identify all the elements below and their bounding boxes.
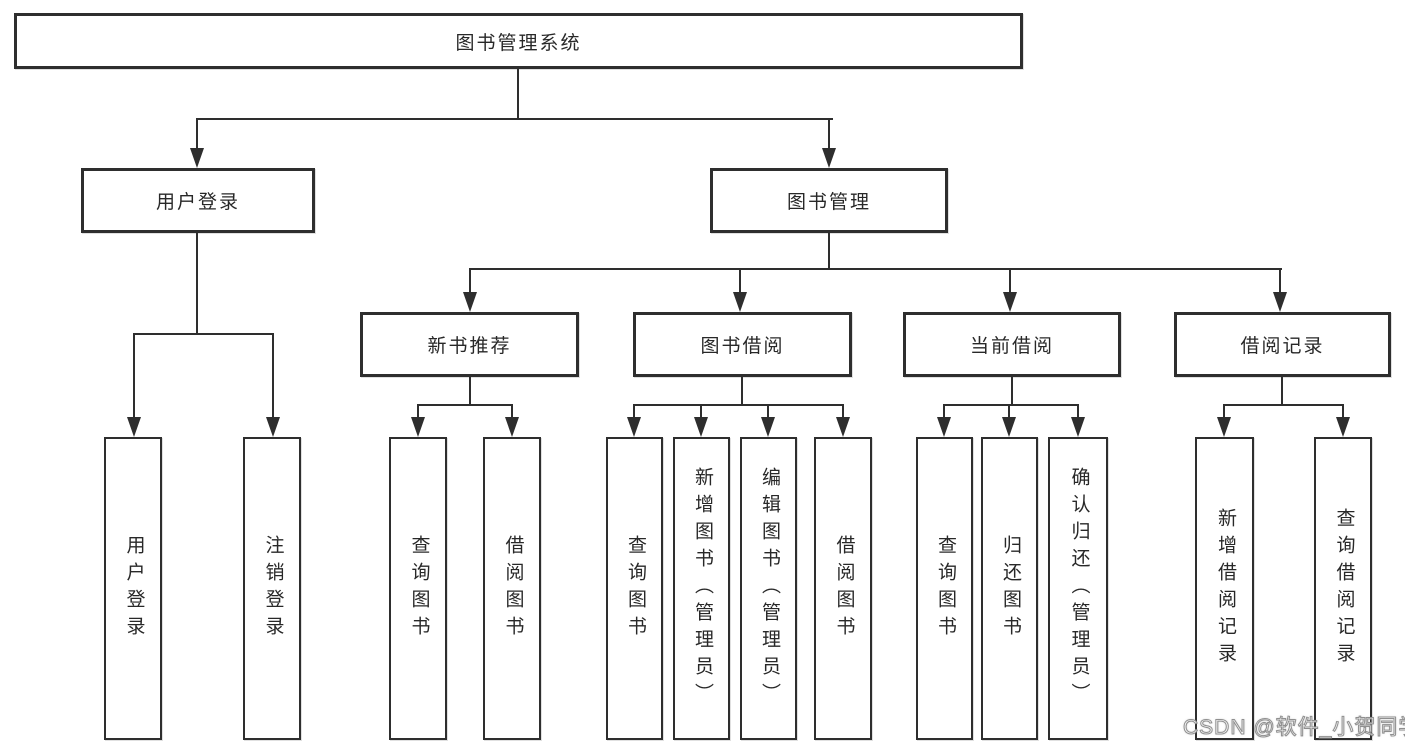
- leaf-borrow-book: 借阅图书: [814, 437, 872, 740]
- connector-arrowhead: [761, 417, 775, 437]
- node-borrow-records: 借阅记录: [1174, 312, 1391, 377]
- leaf-add-book-admin-label: 新增图书（管理员）: [691, 467, 713, 710]
- leaf-query-book-borrow: 查询图书: [606, 437, 663, 740]
- connector-vline: [1223, 404, 1225, 418]
- leaf-return-book-label: 归还图书: [999, 534, 1021, 643]
- node-current-borrow: 当前借阅: [903, 312, 1121, 377]
- node-new-book-recommend-label: 新书推荐: [427, 336, 512, 357]
- connector-vline: [1008, 404, 1010, 418]
- node-user-login: 用户登录: [81, 168, 315, 233]
- leaf-add-borrow-record: 新增借阅记录: [1195, 437, 1254, 740]
- connector-arrowhead: [1071, 417, 1085, 437]
- node-book-borrow: 图书借阅: [633, 312, 852, 377]
- connector-hline: [633, 404, 844, 406]
- connector-vline: [469, 268, 471, 293]
- connector-arrowhead: [1003, 292, 1017, 312]
- connector-arrowhead: [836, 417, 850, 437]
- leaf-add-borrow-record-label: 新增借阅记录: [1214, 507, 1236, 670]
- connector-hline: [417, 404, 513, 406]
- connector-vline: [517, 69, 519, 120]
- connector-hline: [943, 404, 1078, 406]
- connector-vline: [196, 118, 198, 149]
- connector-arrowhead: [733, 292, 747, 312]
- connector-vline: [633, 404, 635, 418]
- leaf-query-book-recommend-label: 查询图书: [408, 534, 430, 643]
- connector-vline: [739, 268, 741, 293]
- leaf-borrow-book-recommend-label: 借阅图书: [502, 534, 524, 643]
- connector-hline: [469, 268, 1282, 270]
- leaf-user-login-label: 用户登录: [123, 534, 145, 643]
- leaf-return-book: 归还图书: [981, 437, 1038, 740]
- leaf-edit-book-admin: 编辑图书（管理员）: [740, 437, 797, 740]
- connector-arrowhead: [627, 417, 641, 437]
- leaf-edit-book-admin-label: 编辑图书（管理员）: [758, 467, 780, 710]
- connector-vline: [1009, 268, 1011, 293]
- connector-arrowhead: [822, 148, 836, 168]
- connector-vline: [700, 404, 702, 418]
- connector-arrowhead: [1336, 417, 1350, 437]
- connector-vline: [842, 404, 844, 418]
- connector-arrowhead: [937, 417, 951, 437]
- node-book-borrow-label: 图书借阅: [700, 336, 785, 357]
- node-current-borrow-label: 当前借阅: [969, 336, 1054, 357]
- leaf-add-book-admin: 新增图书（管理员）: [673, 437, 730, 740]
- leaf-confirm-return-admin: 确认归还（管理员）: [1048, 437, 1108, 740]
- node-root-label: 图书管理系统: [455, 32, 582, 54]
- leaf-borrow-book-recommend: 借阅图书: [483, 437, 541, 740]
- leaf-query-book-current-label: 查询图书: [934, 534, 956, 643]
- connector-arrowhead: [266, 417, 280, 437]
- node-user-login-label: 用户登录: [155, 192, 240, 213]
- connector-vline: [741, 377, 743, 406]
- node-borrow-records-label: 借阅记录: [1240, 336, 1325, 357]
- leaf-query-book-recommend: 查询图书: [389, 437, 447, 740]
- leaf-confirm-return-admin-label: 确认归还（管理员）: [1068, 467, 1090, 710]
- connector-vline: [196, 233, 198, 335]
- connector-vline: [511, 404, 513, 418]
- connector-arrowhead: [127, 417, 141, 437]
- connector-vline: [469, 377, 471, 406]
- leaf-logout: 注销登录: [243, 437, 301, 740]
- leaf-query-book-borrow-label: 查询图书: [624, 534, 646, 643]
- connector-vline: [943, 404, 945, 418]
- connector-vline: [1077, 404, 1079, 418]
- connector-vline: [828, 118, 830, 149]
- connector-vline: [272, 333, 274, 417]
- connector-arrowhead: [411, 417, 425, 437]
- connector-arrowhead: [505, 417, 519, 437]
- connector-arrowhead: [1273, 292, 1287, 312]
- connector-vline: [1342, 404, 1344, 418]
- node-root: 图书管理系统: [14, 13, 1023, 69]
- connector-hline: [1223, 404, 1344, 406]
- connector-vline: [1011, 377, 1013, 406]
- connector-hline: [196, 118, 833, 120]
- connector-vline: [417, 404, 419, 418]
- leaf-query-borrow-record: 查询借阅记录: [1314, 437, 1372, 740]
- leaf-query-book-current: 查询图书: [916, 437, 973, 740]
- connector-arrowhead: [1217, 417, 1231, 437]
- leaf-query-borrow-record-label: 查询借阅记录: [1333, 507, 1355, 670]
- connector-vline: [133, 333, 135, 417]
- connector-arrowhead: [694, 417, 708, 437]
- node-new-book-recommend: 新书推荐: [360, 312, 579, 377]
- csdn-watermark: CSDN @软件_小贺同学: [1182, 716, 1405, 740]
- node-book-management-label: 图书管理: [786, 192, 871, 213]
- connector-vline: [1281, 377, 1283, 406]
- connector-arrowhead: [190, 148, 204, 168]
- connector-arrowhead: [1002, 417, 1016, 437]
- node-book-management: 图书管理: [710, 168, 948, 233]
- connector-vline: [1279, 268, 1281, 293]
- connector-vline: [767, 404, 769, 418]
- connector-vline: [828, 233, 830, 270]
- leaf-user-login: 用户登录: [104, 437, 162, 740]
- connector-hline: [133, 333, 274, 335]
- leaf-logout-label: 注销登录: [262, 534, 284, 643]
- leaf-borrow-book-label: 借阅图书: [833, 534, 855, 643]
- connector-arrowhead: [463, 292, 477, 312]
